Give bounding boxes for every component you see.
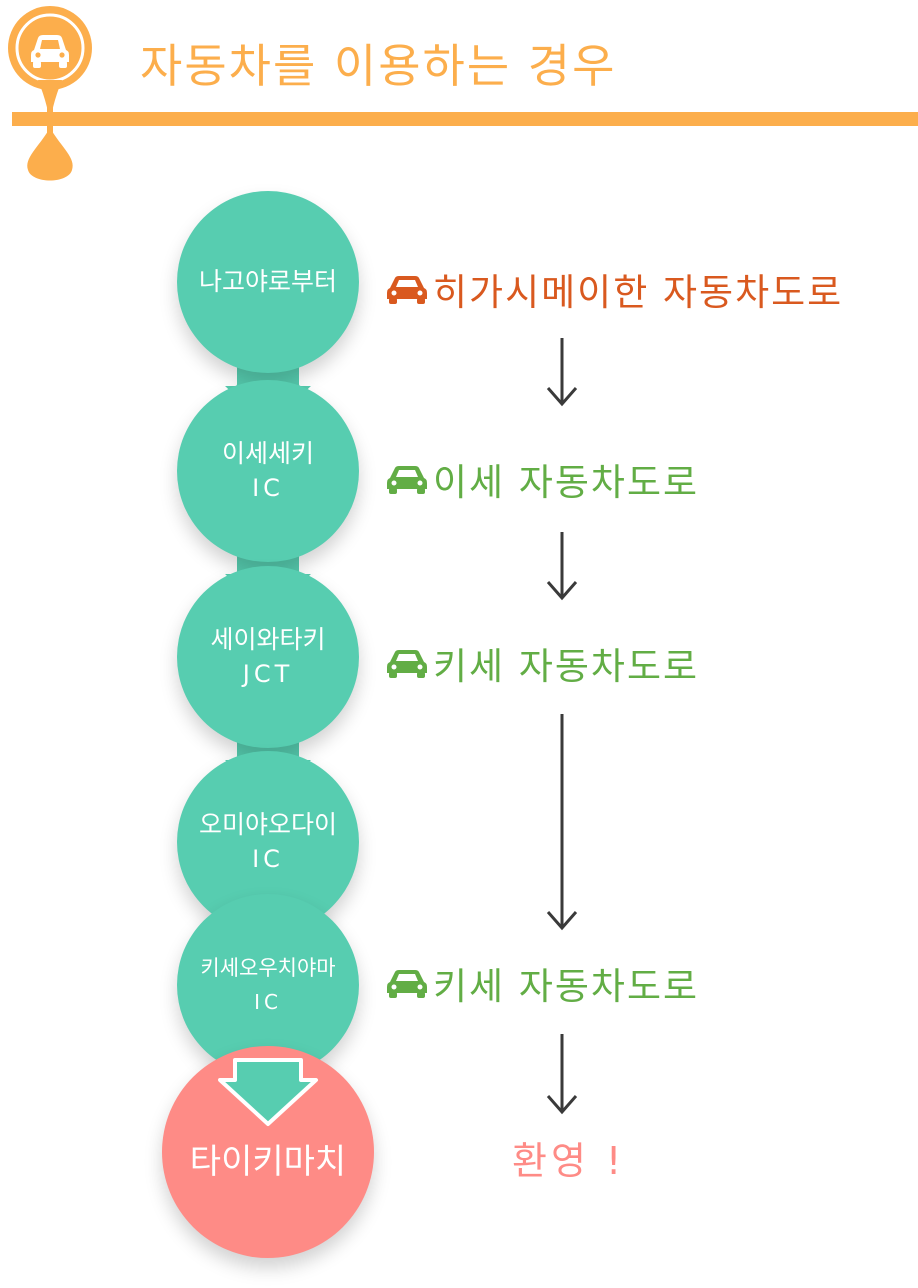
road-label-kise-1: 키세 자동차도로 [385,636,699,690]
route-stop-kise-ouchiyama-ic: 키세오우치야마 IC [177,894,359,1076]
arrow-down-icon [546,1034,578,1115]
stop-name: 키세오우치야마 [200,956,336,980]
stop-name: 세이와타키 [210,625,326,654]
stop-type: IC [252,845,284,873]
stop-name: 이세세키 [221,439,314,468]
welcome-message: 환영 ! [512,1139,626,1183]
road-name: 키세 자동차도로 [433,645,700,688]
road-name: 히가시메이한 자동차도로 [433,271,844,314]
arrow-down-icon [546,338,578,407]
stop-name: 타이키마치 [189,1142,347,1182]
stop-type: IC [254,990,282,1014]
road-name: 이세 자동차도로 [433,461,700,504]
car-icon [387,276,427,304]
road-label-higashi-meihan: 히가시메이한 자동차도로 [385,262,843,316]
arrow-down-icon [546,714,578,931]
arrow-down-icon [546,532,578,601]
road-name: 키세 자동차도로 [433,965,700,1008]
road-label-ise: 이세 자동차도로 [385,452,699,506]
location-pin-icon [8,6,92,181]
car-icon [387,650,427,678]
stop-type: IC [252,474,284,502]
route-stop-ise-seki-ic: 이세세키 IC [177,380,359,562]
stop-name: 나고야로부터 [198,267,337,296]
route-stop-seiwa-taki-jct: 세이와타키 JCT [177,566,359,748]
stop-type: JCT [242,660,294,688]
route-stop-nagoya: 나고야로부터 [177,191,359,373]
page-title: 자동차를 이용하는 경우 [140,39,617,93]
road-label-kise-2: 키세 자동차도로 [385,956,699,1010]
chevron-down-icon [218,1058,318,1126]
car-icon [387,466,427,494]
header-divider [12,112,918,126]
stop-name: 오미야오다이 [198,810,337,839]
car-icon [387,970,427,998]
